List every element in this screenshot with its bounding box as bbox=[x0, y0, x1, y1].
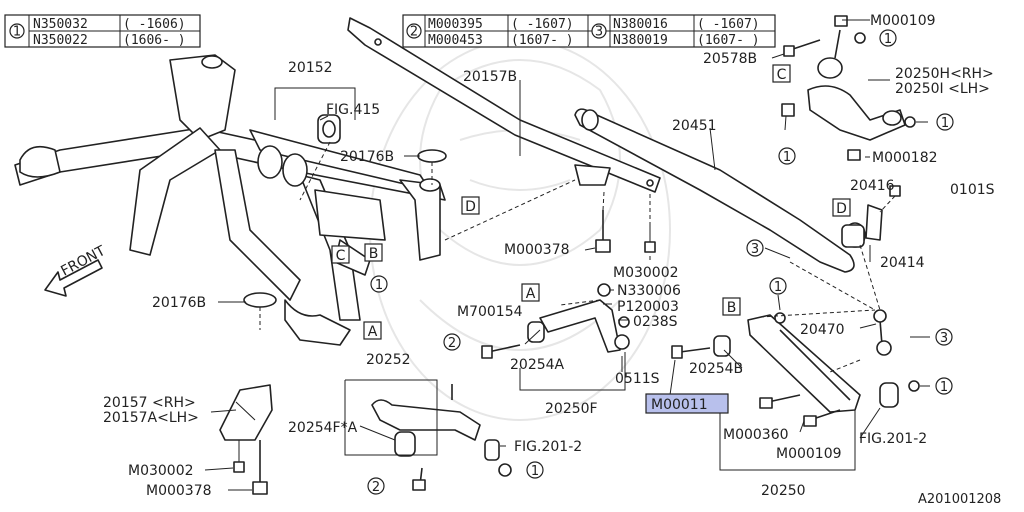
legend-date-range: (1607- ) bbox=[697, 33, 760, 48]
part-label: M030002 bbox=[128, 463, 194, 479]
ref-box-b: B bbox=[369, 246, 379, 262]
part-label: N330006 bbox=[617, 283, 681, 299]
callout-1: 1 bbox=[884, 32, 892, 47]
part-label: 20250H<RH> bbox=[895, 66, 994, 82]
part-label: M700154 bbox=[457, 304, 523, 320]
part-label: 0101S bbox=[950, 182, 995, 198]
bolt-m030002 bbox=[233, 440, 245, 473]
ref-box-a: A bbox=[368, 324, 378, 340]
part-label: 20578B bbox=[703, 51, 757, 67]
part-label: M030002 bbox=[613, 265, 679, 281]
legend-circle-number: 2 bbox=[410, 25, 418, 40]
part-label: 0238S bbox=[633, 314, 678, 330]
legend-date-range: ( -1607) bbox=[697, 17, 760, 32]
bolt-m030002-mid bbox=[644, 225, 656, 253]
part-label: 20176B bbox=[340, 149, 394, 165]
circled-callouts: 1 1 1 1 1 1 1 2 2 3 3 bbox=[367, 29, 954, 495]
part-label: M000109 bbox=[870, 13, 936, 29]
callout-1: 1 bbox=[940, 380, 948, 395]
beam-20157b bbox=[347, 17, 661, 193]
legend-part-number: N380016 bbox=[613, 17, 668, 32]
callout-1: 1 bbox=[783, 150, 791, 165]
part-label: 20254A bbox=[510, 357, 565, 373]
part-label: 20416 bbox=[850, 178, 895, 194]
part-label: 20252 bbox=[366, 352, 411, 368]
part-label: M000109 bbox=[776, 446, 842, 462]
part-label: M000360 bbox=[723, 427, 789, 443]
ref-box-d: D bbox=[836, 201, 847, 217]
legend-circle-number: 3 bbox=[595, 25, 603, 40]
part-label: FIG.201-2 bbox=[514, 439, 582, 455]
part-label: 20152 bbox=[288, 60, 333, 76]
highlighted-part-label: M00011 bbox=[651, 397, 708, 413]
legend-part-number: N380019 bbox=[613, 33, 668, 48]
part-label: 0511S bbox=[615, 371, 660, 387]
callout-3: 3 bbox=[940, 331, 948, 346]
callout-2: 2 bbox=[448, 336, 456, 351]
legend-date-range: ( -1607) bbox=[511, 17, 574, 32]
legend-part-number: N350022 bbox=[33, 33, 88, 48]
diagram-code: A201001208 bbox=[918, 492, 1001, 507]
front-arrow-icon bbox=[44, 259, 103, 297]
ref-box-a: A bbox=[526, 286, 536, 302]
part-label: P120003 bbox=[617, 299, 679, 315]
part-label: 20250 bbox=[761, 483, 806, 499]
bushing-fig415 bbox=[317, 114, 341, 144]
stopper-20176b-bottom bbox=[243, 292, 277, 330]
ref-box-b: B bbox=[727, 300, 737, 316]
highlighted-part-m00011[interactable]: M00011 bbox=[645, 393, 729, 414]
ref-box-c: C bbox=[336, 248, 346, 264]
part-label: 20157A<LH> bbox=[103, 410, 199, 426]
part-labels: 20152 FIG.415 20176B 20157B 20451 20176B… bbox=[103, 13, 1001, 507]
legend-part-number: N350032 bbox=[33, 17, 88, 32]
legend-circle-number: 1 bbox=[13, 25, 21, 40]
part-label: FIG.201-2 bbox=[859, 431, 927, 447]
part-label: 20250F bbox=[545, 401, 598, 417]
ref-box-c: C bbox=[777, 67, 787, 83]
bolt-m000378-mid bbox=[595, 210, 611, 253]
reference-boxes: D C B A A B C D bbox=[331, 64, 851, 340]
legend-part-number: M000453 bbox=[428, 33, 483, 48]
callout-3: 3 bbox=[751, 242, 759, 257]
bracket-20416 bbox=[865, 185, 901, 241]
stabilizer-bar-20451 bbox=[574, 108, 866, 273]
part-label: M000378 bbox=[504, 242, 570, 258]
legend-date-range: ( -1606) bbox=[123, 17, 186, 32]
subframe-crossmember bbox=[14, 54, 446, 346]
bushing-20414 bbox=[841, 224, 865, 248]
callout-1: 1 bbox=[531, 464, 539, 479]
part-label: 20254B bbox=[689, 361, 743, 377]
dashed-assembly-lines bbox=[299, 141, 896, 373]
part-label: 20414 bbox=[880, 255, 925, 271]
link-20470 bbox=[873, 309, 892, 356]
callout-1: 1 bbox=[774, 280, 782, 295]
callout-1: 1 bbox=[375, 278, 383, 293]
bolt-m000378 bbox=[252, 440, 268, 495]
part-label: 20254F*A bbox=[288, 420, 358, 436]
part-label: 20157 <RH> bbox=[103, 395, 196, 411]
legend-date-range: (1607- ) bbox=[511, 33, 574, 48]
part-label: 20157B bbox=[463, 69, 517, 85]
legend-group-2-3: 2 M000395 ( -1607) M000453 (1607- ) 3 N3… bbox=[402, 14, 776, 48]
part-label: M000378 bbox=[146, 483, 212, 499]
part-label: 20176B bbox=[152, 295, 206, 311]
part-label: 20470 bbox=[800, 322, 845, 338]
legend-part-number: M000395 bbox=[428, 17, 483, 32]
part-label: M000182 bbox=[872, 150, 938, 166]
lower-link-20252 bbox=[371, 384, 512, 491]
callout-1: 1 bbox=[941, 116, 949, 131]
bracket-20157 bbox=[219, 384, 273, 441]
callout-2: 2 bbox=[372, 480, 380, 495]
lateral-link-20250f bbox=[481, 283, 630, 359]
part-label: 20250I <LH> bbox=[895, 81, 990, 97]
upper-arm-20250h bbox=[781, 15, 916, 161]
leader-lines bbox=[204, 19, 930, 491]
ref-box-d: D bbox=[465, 199, 476, 215]
lower-arm-20250 bbox=[671, 312, 920, 427]
legend-date-range: (1606- ) bbox=[123, 33, 186, 48]
part-label: FIG.415 bbox=[326, 102, 380, 118]
part-label: 20451 bbox=[672, 118, 717, 134]
legend-group-1: 1 N350032 ( -1606) N350022 (1606- ) bbox=[4, 14, 201, 48]
